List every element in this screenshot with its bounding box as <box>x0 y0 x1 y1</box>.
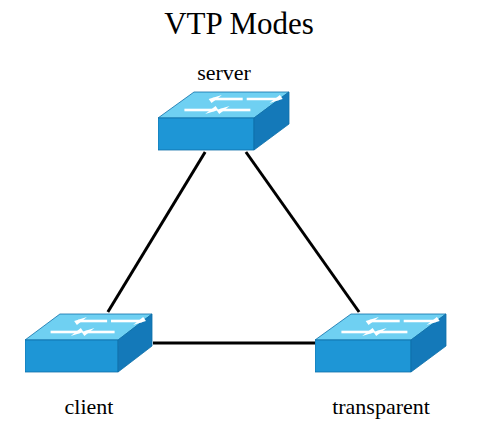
switch-front-face <box>158 118 254 150</box>
mode-label: transparent <box>275 394 478 420</box>
diagram-title: VTP Modes <box>0 6 478 42</box>
switch-arrow-head <box>216 106 229 114</box>
switch-front-face <box>25 340 118 372</box>
switch-arrow-head <box>209 95 222 103</box>
switch-arrow-head <box>133 317 146 325</box>
switch-side-face <box>118 314 152 372</box>
switch-icon <box>158 90 290 152</box>
switch-node: server <box>158 90 290 152</box>
trunk-link <box>108 152 205 312</box>
trunk-link <box>246 152 359 312</box>
mode-label: server <box>118 60 330 86</box>
mode-label: client <box>0 394 193 420</box>
switch-node: transparent <box>315 312 447 374</box>
switch-arrow-head <box>74 317 87 325</box>
switch-side-face <box>254 92 289 150</box>
switch-side-face <box>411 314 446 372</box>
switch-arrow-head <box>82 328 95 336</box>
switch-front-face <box>315 340 411 372</box>
switch-arrow-head <box>373 328 386 336</box>
switch-arrow-head <box>427 317 440 325</box>
switch-arrow-head <box>366 317 379 325</box>
trunk-link <box>153 342 315 345</box>
switch-icon <box>315 312 447 374</box>
switch-node: client <box>25 312 153 374</box>
switch-arrow-head <box>270 95 283 103</box>
switch-icon <box>25 312 153 374</box>
